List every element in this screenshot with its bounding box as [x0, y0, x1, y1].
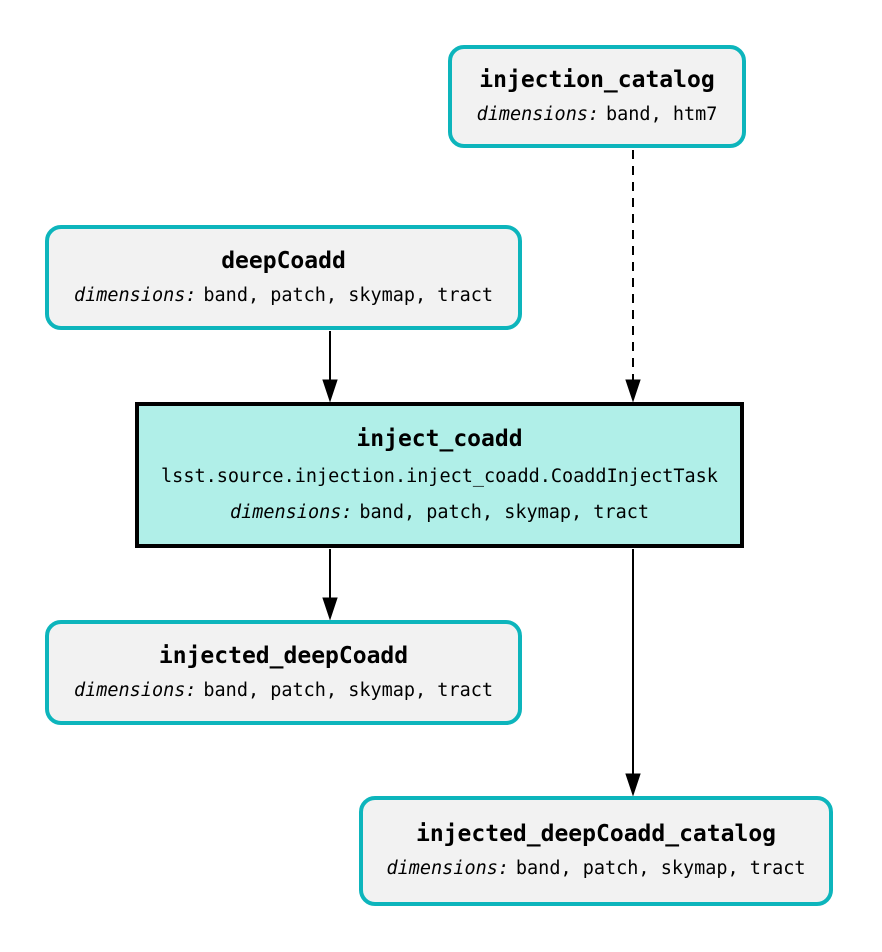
arrowhead-icon: [322, 597, 338, 621]
dimensions-values: band, patch, skymap, tract: [359, 501, 649, 523]
dimensions-values: band, patch, skymap, tract: [515, 858, 806, 880]
node-inject-coadd-task: inject_coadd lsst.source.injection.injec…: [135, 402, 744, 548]
node-injection-catalog: injection_catalog dimensions: band, htm7: [448, 45, 746, 148]
arrowhead-icon: [322, 379, 338, 403]
dimensions-values: band, patch, skymap, tract: [203, 284, 493, 306]
node-dimensions: dimensions: band, htm7: [476, 103, 718, 125]
node-title: deepCoadd: [221, 247, 346, 274]
node-injected-deepCoadd: injected_deepCoadd dimensions: band, patc…: [45, 620, 522, 725]
task-class: lsst.source.injection.inject_coadd.Coadd…: [161, 466, 718, 487]
arrowhead-icon: [625, 773, 641, 797]
node-title: injected_deepCoadd_catalog: [415, 821, 777, 848]
arrowhead-icon: [625, 379, 641, 403]
node-title: injection_catalog: [479, 66, 715, 93]
node-dimensions: dimensions: band, patch, skymap, tract: [73, 284, 493, 306]
dimensions-label: dimensions:: [229, 501, 353, 523]
edge-injection-catalog-to-inject-coadd: [625, 150, 641, 403]
dimensions-label: dimensions:: [73, 284, 197, 306]
node-injected-deepCoadd-catalog: injected_deepCoadd_catalog dimensions:ba…: [359, 796, 833, 906]
edge-deepCoadd-to-inject-coadd: [322, 331, 338, 403]
dimensions-values: band, patch, skymap, tract: [203, 679, 493, 701]
edge-inject-coadd-to-injected-deepCoadd: [322, 549, 338, 621]
node-deepCoadd: deepCoadd dimensions: band, patch, skymap…: [45, 225, 522, 330]
dimensions-label: dimensions:: [73, 679, 197, 701]
node-dimensions: dimensions: band, patch, skymap, tract: [73, 679, 493, 701]
node-title: inject_coadd: [356, 426, 523, 452]
node-dimensions: dimensions:band, patch, skymap, tract: [386, 860, 805, 879]
dimensions-values: band, htm7: [606, 103, 718, 125]
node-title: injected_deepCoadd: [158, 642, 409, 669]
edge-inject-coadd-to-injected-deepCoadd-catalog: [625, 549, 641, 797]
dimensions-label: dimensions:: [476, 103, 600, 125]
dimensions-label: dimensions:: [386, 858, 510, 880]
node-dimensions: dimensions: band, patch, skymap, tract: [229, 501, 649, 523]
